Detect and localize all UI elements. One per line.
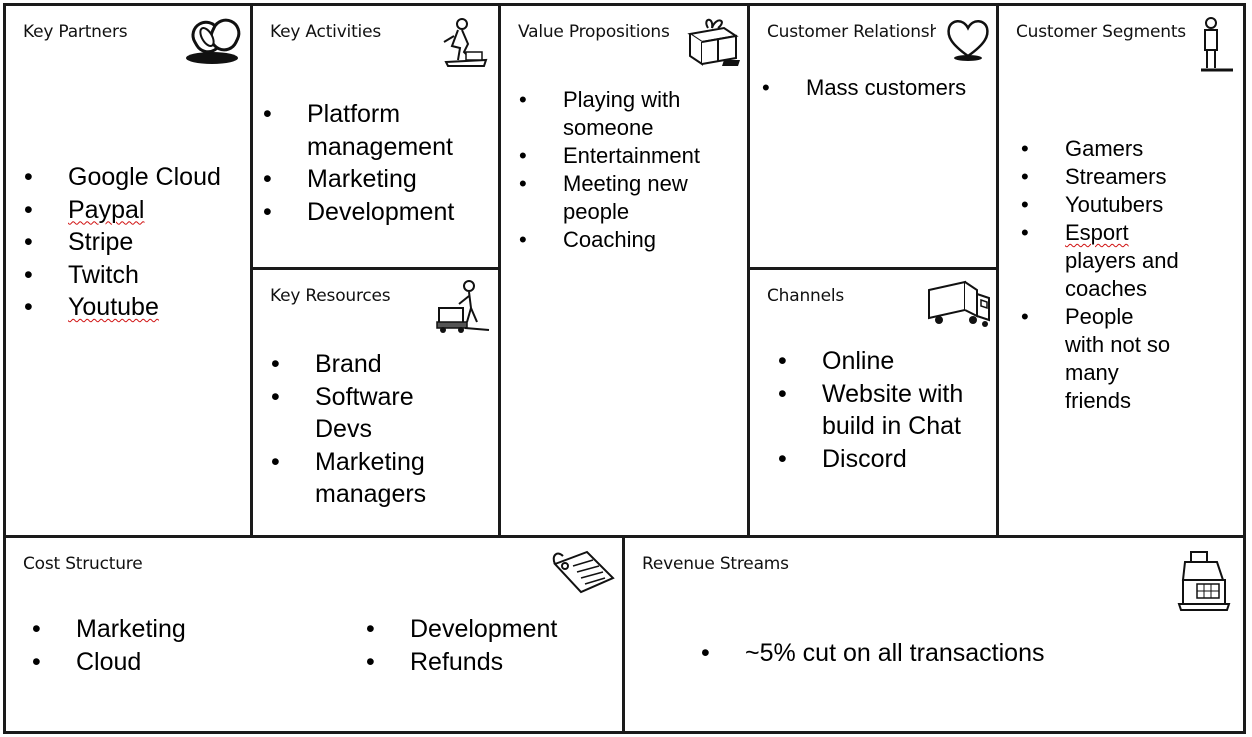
person-icon xyxy=(1201,17,1233,72)
key-partners-list: Google Cloud Paypal Stripe Twitch Youtub… xyxy=(24,161,249,324)
list-item: ~5% cut on all transactions xyxy=(701,637,1221,670)
worker-icon xyxy=(443,18,488,67)
customer-relationships-list: Mass customers xyxy=(762,74,992,102)
list-item: Marketing xyxy=(32,613,292,646)
key-partners-title: Key Partners xyxy=(23,22,128,42)
key-activities-title: Key Activities xyxy=(270,22,381,42)
list-item: Development xyxy=(263,196,493,229)
list-item: Entertainment xyxy=(519,142,729,170)
key-resources-box: Key Resources Brand Software Devs Market… xyxy=(250,267,501,538)
customer-relationships-box: Customer Relationships Mass customers xyxy=(747,3,999,270)
list-item: Streamers xyxy=(1021,163,1221,191)
cost-structure-box: Cost Structure Marketing Cloud Developme… xyxy=(3,535,625,734)
revenue-streams-box: Revenue Streams ~5% cut on all transacti… xyxy=(622,535,1246,734)
key-activities-box: Key Activities Platform management Marke… xyxy=(250,3,501,270)
list-item: Website with build in Chat xyxy=(778,378,972,443)
list-item: Gamers xyxy=(1021,135,1221,163)
list-item: Software Devs xyxy=(271,381,435,446)
list-item: Mass customers xyxy=(762,74,992,102)
list-item: Brand xyxy=(271,348,496,381)
channels-list: Online Website with build in Chat Discor… xyxy=(778,345,993,475)
revenue-streams-list: ~5% cut on all transactions xyxy=(701,637,1221,670)
customer-segments-list: Gamers Streamers Youtubers Esport player… xyxy=(1021,135,1221,415)
list-item: Marketing xyxy=(263,163,493,196)
list-item: Coaching xyxy=(519,226,729,254)
key-resources-title: Key Resources xyxy=(270,286,391,306)
list-item: Youtube xyxy=(24,291,249,324)
revenue-streams-title: Revenue Streams xyxy=(642,554,789,574)
channels-title: Channels xyxy=(767,286,845,306)
list-item: Meeting new people xyxy=(519,170,729,226)
list-item: Discord xyxy=(778,443,993,476)
list-item: Playing with someone xyxy=(519,86,729,142)
cost-structure-title: Cost Structure xyxy=(23,554,143,574)
truck-icon xyxy=(928,280,990,327)
heart-icon xyxy=(947,20,989,61)
customer-segments-box: Customer Segments Gamers Streamers Youtu… xyxy=(996,3,1246,538)
list-item: Youtubers xyxy=(1021,191,1221,219)
list-item: People with not so many friends xyxy=(1021,303,1175,415)
key-partners-box: Key Partners Google Cloud Paypal Stripe … xyxy=(3,3,253,538)
chain-links-icon xyxy=(186,18,241,64)
cost-structure-list-left: Marketing Cloud xyxy=(32,613,292,678)
gift-icon xyxy=(687,18,740,66)
list-item: Twitch xyxy=(24,259,249,292)
customer-segments-title: Customer Segments xyxy=(1016,22,1186,42)
list-item: Marketing managers xyxy=(271,446,465,511)
worker-with-cart-icon xyxy=(436,280,490,333)
customer-relationships-title: Customer Relationships xyxy=(767,22,964,42)
cost-structure-list-right: Development Refunds xyxy=(366,613,616,678)
list-item: Esport players and coaches xyxy=(1021,219,1195,303)
list-item: Google Cloud xyxy=(24,161,249,194)
list-item: Stripe xyxy=(24,226,249,259)
channels-box: Channels Online Website with build in Ch… xyxy=(747,267,999,538)
key-resources-list: Brand Software Devs Marketing managers xyxy=(271,348,496,511)
list-item: Development xyxy=(366,613,616,646)
list-item: Platform management xyxy=(263,98,493,163)
value-propositions-list: Playing with someone Entertainment Meeti… xyxy=(519,86,729,254)
list-item: Cloud xyxy=(32,646,292,679)
cash-register-icon xyxy=(1177,551,1231,611)
list-item: Online xyxy=(778,345,993,378)
list-item: Paypal xyxy=(24,194,249,227)
key-activities-list: Platform management Marketing Developmen… xyxy=(263,98,493,228)
value-propositions-box: Value Propositions Playing with someone … xyxy=(498,3,750,538)
value-propositions-title: Value Propositions xyxy=(518,22,670,42)
list-item: Refunds xyxy=(366,646,616,679)
price-tag-icon xyxy=(552,550,615,594)
